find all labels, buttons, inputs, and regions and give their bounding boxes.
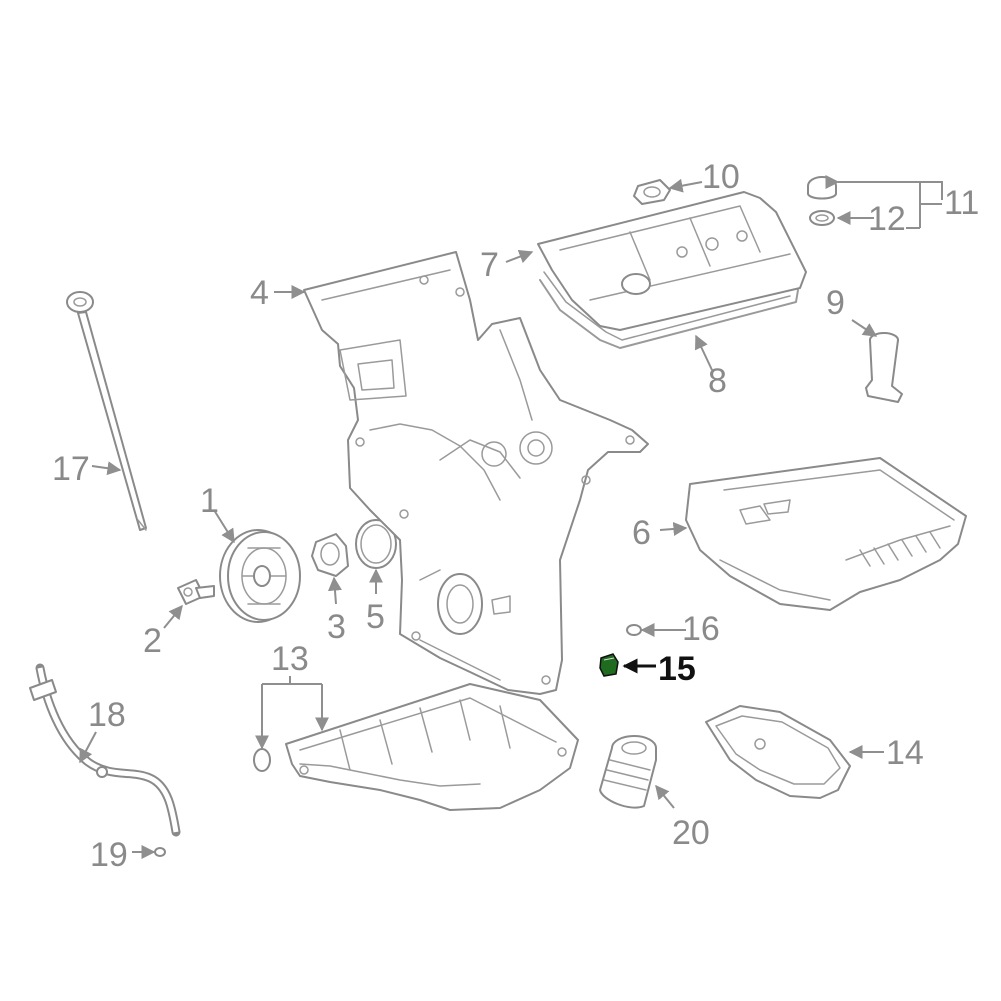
cylinder-head-cover[interactable] bbox=[537, 191, 807, 331]
callout-15: 15 bbox=[658, 650, 696, 688]
callout-5: 5 bbox=[366, 598, 385, 636]
callout-7: 7 bbox=[480, 246, 499, 284]
drain-plug[interactable] bbox=[599, 653, 619, 677]
callout-1: 1 bbox=[200, 482, 219, 520]
oil-filler-cap-gasket[interactable] bbox=[633, 179, 671, 205]
callout-17: 17 bbox=[52, 450, 90, 488]
oil-dipstick[interactable] bbox=[66, 291, 147, 531]
washer[interactable] bbox=[626, 624, 642, 636]
cylinder-head-cover-gasket[interactable] bbox=[539, 271, 799, 349]
callout-18: 18 bbox=[88, 696, 126, 734]
callout-6: 6 bbox=[632, 514, 651, 552]
callout-2: 2 bbox=[143, 622, 162, 660]
callout-11: 11 bbox=[944, 184, 979, 222]
callout-8: 8 bbox=[708, 362, 727, 400]
oil-pan-o-ring[interactable] bbox=[253, 748, 271, 772]
callout-labels: 1 2 3 4 5 6 7 8 9 10 11 12 13 14 15 16 1… bbox=[52, 158, 979, 874]
crankshaft-pulley[interactable] bbox=[219, 529, 301, 623]
callout-10: 10 bbox=[702, 158, 740, 196]
callout-13: 13 bbox=[271, 640, 309, 678]
dipstick-o-ring[interactable] bbox=[154, 847, 166, 857]
leader-lines bbox=[79, 178, 943, 859]
oil-filler-cap[interactable] bbox=[807, 176, 837, 200]
crankshaft-gear[interactable] bbox=[311, 533, 349, 577]
callout-19: 19 bbox=[90, 836, 128, 874]
engine-cover[interactable] bbox=[685, 457, 967, 611]
timing-chain-cover[interactable] bbox=[303, 251, 649, 695]
front-cover-gasket-ring[interactable] bbox=[355, 519, 397, 569]
callout-3: 3 bbox=[327, 608, 346, 646]
pulley-bolt[interactable] bbox=[177, 579, 215, 605]
oil-pan-lower[interactable] bbox=[705, 705, 851, 799]
oil-filler-cap-gasket-12[interactable] bbox=[809, 210, 835, 226]
oil-filter[interactable] bbox=[599, 735, 657, 809]
oil-filler-tube[interactable] bbox=[865, 332, 903, 403]
callout-16: 16 bbox=[682, 610, 720, 648]
dipstick-guide-tube[interactable] bbox=[29, 663, 181, 837]
callout-9: 9 bbox=[826, 284, 845, 322]
callout-20: 20 bbox=[672, 814, 710, 852]
oil-pan-upper[interactable] bbox=[285, 683, 579, 811]
callout-12: 12 bbox=[868, 200, 906, 238]
callout-14: 14 bbox=[886, 734, 924, 772]
callout-4: 4 bbox=[250, 274, 269, 312]
